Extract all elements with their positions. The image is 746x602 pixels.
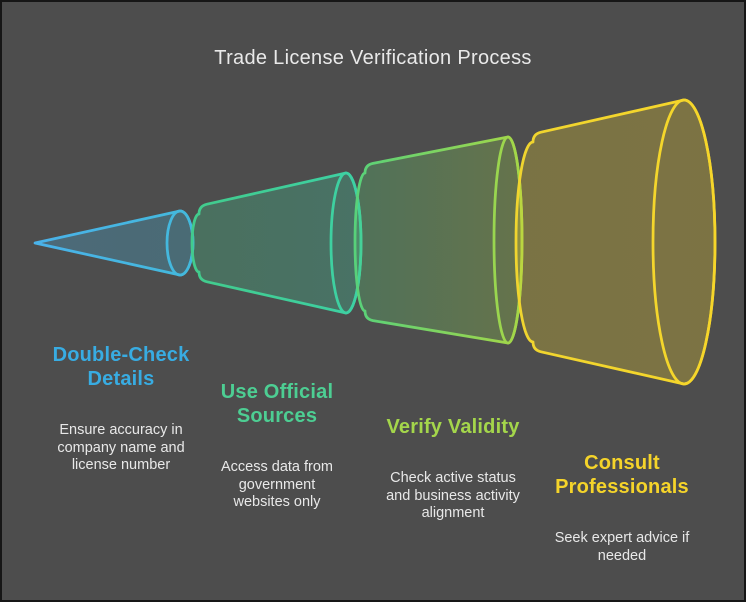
- cone-rim-4: [651, 98, 717, 386]
- funnel-segment-3: [353, 135, 524, 345]
- section-description-verify-validity: Check active status and business activit…: [386, 470, 520, 521]
- funnel-segment-4: [514, 98, 717, 386]
- funnel-segment-1: [33, 209, 195, 277]
- section-verify-validity: Verify Validity Check active status and …: [343, 397, 563, 541]
- section-heading-verify-validity: Verify Validity: [386, 416, 520, 438]
- section-description-official-sources: Access data from government websites onl…: [220, 459, 333, 510]
- section-heading-official-sources: Use Official Sources: [220, 381, 334, 427]
- cone-body-4: [514, 98, 717, 386]
- section-description-consult-professionals: Seek expert advice if needed: [554, 530, 690, 564]
- section-double-check-details: Double-Check Details Ensure accuracy in …: [11, 325, 231, 493]
- funnel-segment-2: [190, 171, 363, 315]
- section-heading-double-check: Double-Check Details: [52, 344, 190, 390]
- page-title: Trade License Verification Process: [214, 47, 532, 69]
- section-description-double-check: Ensure accuracy in company name and lice…: [57, 422, 185, 473]
- section-heading-consult-professionals: Consult Professionals: [555, 452, 689, 498]
- section-consult-professionals: Consult Professionals Seek expert advice…: [512, 433, 732, 583]
- section-use-official-sources: Use Official Sources Access data from go…: [167, 362, 387, 530]
